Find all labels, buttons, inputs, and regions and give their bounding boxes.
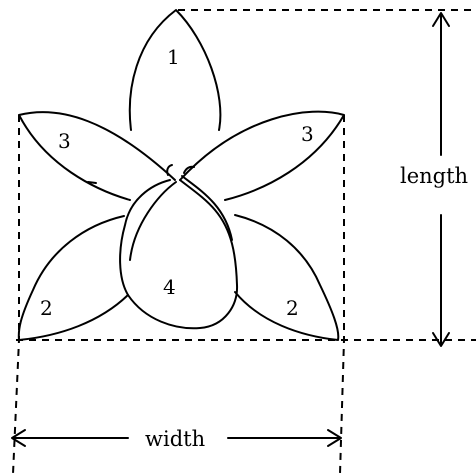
petal-upper-right — [179, 110, 345, 201]
petal-lower-left — [17, 215, 129, 341]
right-guide-line — [339, 115, 345, 474]
petal-upper-left — [18, 111, 176, 201]
length-dimension: length — [400, 12, 468, 347]
guide-lines — [12, 9, 476, 474]
petal-label-upper-right: 3 — [301, 122, 314, 146]
width-dimension: width — [11, 427, 342, 451]
petal-label-lower-right: 2 — [286, 296, 299, 320]
petal-label-top: 1 — [167, 45, 180, 69]
width-arrowhead-right — [327, 429, 342, 447]
petal-lower-right — [234, 214, 340, 341]
petal-label-lower-left: 2 — [40, 296, 53, 320]
length-label: length — [400, 164, 468, 188]
petal-label-upper-left: 3 — [58, 129, 71, 153]
petal-label-center: 4 — [163, 275, 176, 299]
stray-mark — [87, 181, 97, 184]
petal-top — [128, 9, 222, 131]
width-label: width — [145, 427, 205, 451]
column-tip-right — [183, 165, 195, 174]
width-arrowhead-left — [11, 429, 26, 447]
column-right — [181, 175, 233, 241]
left-guide-line — [12, 115, 20, 474]
lip — [119, 179, 239, 330]
length-arrowhead-top — [432, 12, 450, 27]
length-arrowhead-bottom — [432, 332, 450, 347]
column-tip-left — [166, 164, 173, 176]
column-left — [129, 181, 177, 261]
